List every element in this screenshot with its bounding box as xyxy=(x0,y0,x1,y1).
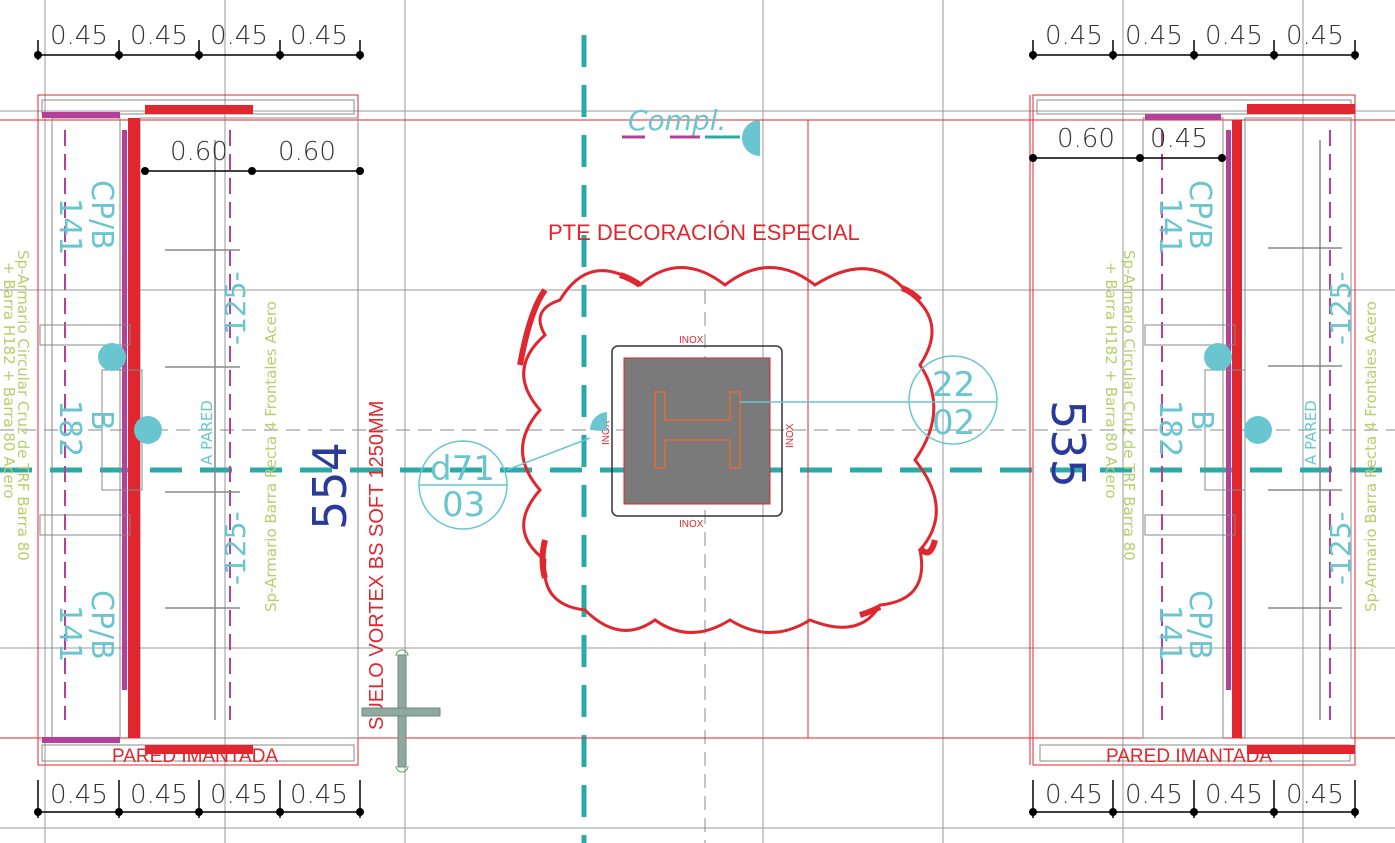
tag-right-top: 22 xyxy=(932,365,975,405)
inox-bottom: INOX xyxy=(679,519,704,530)
inox-top: INOX xyxy=(679,335,704,346)
cp-left-top: CP/B xyxy=(84,180,119,250)
dim-535: 535 xyxy=(1041,400,1095,488)
dim-bottom-left-2: 0.45 xyxy=(130,780,188,810)
dim-bottom-left-3: 0.45 xyxy=(210,780,268,810)
dim-bottom-left-1: 0.45 xyxy=(50,780,108,810)
a-pared-left: A PARED xyxy=(198,400,216,465)
dim-bottom-right-1: 0.45 xyxy=(1045,780,1103,810)
column xyxy=(611,345,783,517)
dim-top-left-2: 0.45 xyxy=(130,21,188,51)
b-labels: B 182 B 182 xyxy=(52,400,1219,457)
b-num-right: 182 xyxy=(1152,400,1187,457)
armario-right-2: + Barra H182 + Barra 80 Acero xyxy=(1102,262,1120,499)
cp-labels: CP/B 141 CP/B 141 CP/B 141 CP/B 141 xyxy=(52,180,1217,662)
cp-right-top: CP/B xyxy=(1182,180,1217,250)
cp-num-right-top: 141 xyxy=(1152,198,1187,255)
dim-inner-left-2: 0.60 xyxy=(278,137,336,167)
dash-125-labels: -125- -125- -125- -125- xyxy=(219,271,1357,585)
crosshair-marker xyxy=(361,649,441,773)
cp-left-bottom: CP/B xyxy=(84,590,119,660)
tag-circles xyxy=(418,355,998,530)
pte-label: PTE DECORACIÓN ESPECIAL xyxy=(548,220,860,245)
armario-mid: Sp-Armario Barra Recta 4 Frontales Acero xyxy=(262,301,280,612)
armario-right-1: Sp-Armario Circular Cruz de TRF Barra 80 xyxy=(1120,250,1138,561)
armario-notes: Sp-Armario Circular Cruz de TRF Barra 80… xyxy=(0,250,1380,612)
dim-inner-right-1: 0.60 xyxy=(1057,124,1115,154)
dim-bottom-right-3: 0.45 xyxy=(1205,780,1263,810)
b-num-left: 182 xyxy=(52,400,87,457)
marker-half-circle-center xyxy=(589,412,607,430)
b-left: B xyxy=(84,410,119,431)
dim-inner-right-2: 0.45 xyxy=(1150,124,1208,154)
left-module xyxy=(39,99,359,762)
tag-left-bottom: 03 xyxy=(442,485,485,525)
dim-bottom-right-2: 0.45 xyxy=(1125,780,1183,810)
dim-554: 554 xyxy=(303,442,357,530)
dash-125-right-bottom: -125- xyxy=(1324,511,1357,585)
cloud-thick-arcs xyxy=(517,272,938,618)
right-module xyxy=(1036,99,1355,762)
cp-num-left-bottom: 141 xyxy=(52,605,87,662)
pared-imantada-left: PARED IMANTADA xyxy=(112,746,278,767)
pared-imantada-right: PARED IMANTADA xyxy=(1106,746,1272,767)
armario-right-mid: Sp-Armario Barra Recta 4 Frontales Acero xyxy=(1362,301,1380,612)
dim-top-right-3: 0.45 xyxy=(1205,21,1263,51)
dim-inner-left-1: 0.60 xyxy=(170,137,228,167)
dimension-ticks xyxy=(34,51,1359,816)
tag-left-top: d71 xyxy=(430,449,495,489)
cp-num-right-bottom: 141 xyxy=(1152,605,1187,662)
suelo-label: SUELO VORTEX BS SOFT 1250MM xyxy=(366,401,388,730)
dash-125-left-bottom: -125- xyxy=(219,511,252,585)
a-pared-right: A PARED xyxy=(1302,400,1320,465)
armario-left-2: + Barra H182 + Barra 80 Acero xyxy=(0,262,18,499)
dim-top-left-4: 0.45 xyxy=(290,21,348,51)
dim-bottom-right-4: 0.45 xyxy=(1286,780,1344,810)
inox-left: INOX xyxy=(601,420,612,445)
marker-half-circle-top xyxy=(742,120,760,156)
dim-top-right-2: 0.45 xyxy=(1125,21,1183,51)
dim-top-right-1: 0.45 xyxy=(1045,21,1103,51)
dim-bottom-left-4: 0.45 xyxy=(290,780,348,810)
armario-left-1: Sp-Armario Circular Cruz de TRF Barra 80 xyxy=(14,250,32,561)
dimension-texts: 0.45 0.45 0.45 0.45 0.45 0.45 0.45 0.45 … xyxy=(50,21,1344,810)
cp-num-left-top: 141 xyxy=(52,198,87,255)
dash-125-left-top: -125- xyxy=(219,271,252,345)
tag-right-bottom: 02 xyxy=(932,403,975,443)
dim-top-right-4: 0.45 xyxy=(1286,21,1344,51)
dim-top-left-1: 0.45 xyxy=(50,21,108,51)
dash-125-right-top: -125- xyxy=(1324,271,1357,345)
compl-label: Compl. xyxy=(628,104,726,137)
dim-top-left-3: 0.45 xyxy=(210,21,268,51)
b-right: B xyxy=(1184,410,1219,431)
inox-right: INOX xyxy=(785,423,796,448)
cp-right-bottom: CP/B xyxy=(1182,590,1217,660)
